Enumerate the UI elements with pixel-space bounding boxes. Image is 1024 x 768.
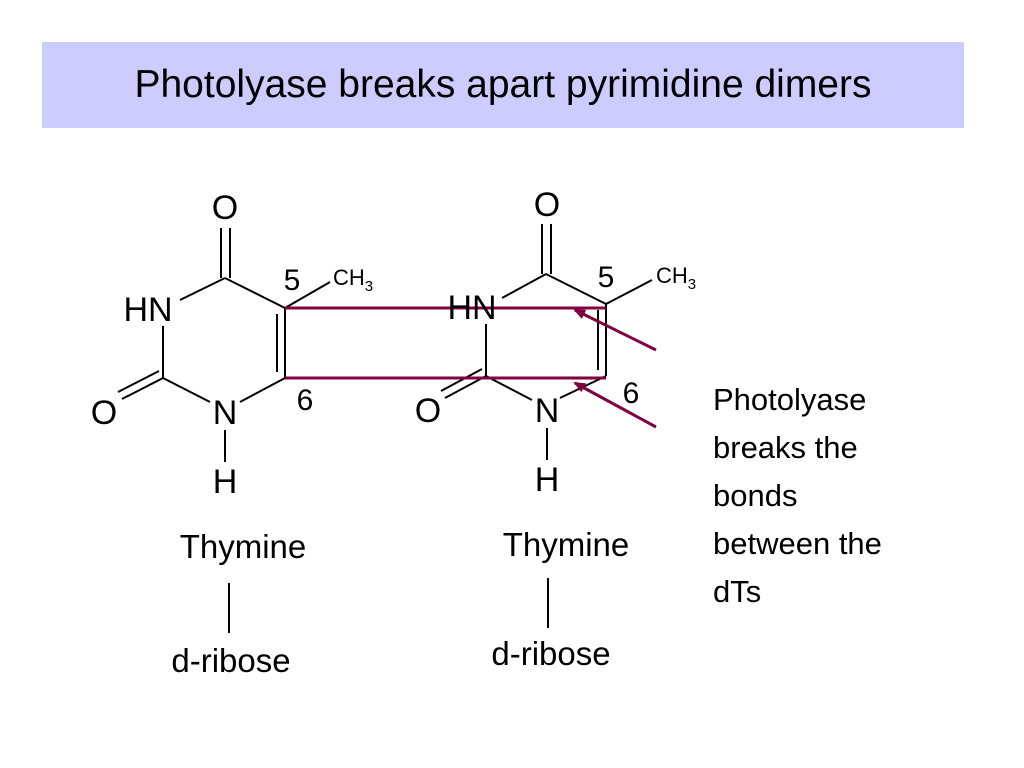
right-bond-c5-methyl (605, 279, 653, 305)
left-hydrogen: H (213, 463, 238, 501)
slide-title: Photolyase breaks apart pyrimidine dimer… (134, 63, 872, 106)
left-bond-c4-n3 (179, 277, 226, 301)
left-oxygen-top: O (212, 189, 238, 227)
left-position-5: 5 (284, 264, 301, 297)
right-hn: HN (447, 289, 496, 327)
left-d-ribose-label: d-ribose (171, 642, 290, 679)
caption-line: Photolyase (713, 382, 867, 417)
right-bond-c4-n3 (501, 273, 547, 299)
left-nitrogen: N (213, 394, 238, 432)
left-methyl-ch: CH (333, 265, 365, 290)
right-position-5: 5 (598, 261, 615, 294)
title-bar: Photolyase breaks apart pyrimidine dimer… (42, 42, 964, 128)
left-bond-c2-o-double (117, 370, 160, 393)
arrow-to-c5-bond (573, 308, 657, 352)
left-hn: HN (123, 291, 172, 329)
left-bond-c2-o (121, 377, 164, 400)
right-methyl-ch: CH (656, 263, 688, 288)
left-bond-n1-c6 (239, 377, 286, 403)
right-position-6: 6 (623, 377, 640, 410)
left-thymine-label: Thymine (180, 528, 307, 565)
left-oxygen-left: O (91, 394, 117, 432)
caption-line: bonds (713, 478, 798, 513)
right-bond-c4-c5 (545, 273, 607, 305)
right-oxygen-left: O (415, 392, 441, 430)
right-thymine-label: Thymine (503, 526, 630, 563)
caption-line: between the (713, 526, 882, 561)
right-bond-c2-n1 (485, 375, 533, 401)
right-hydrogen: H (535, 461, 560, 499)
photolyase-caption: Photolyase breaks the bonds between the … (713, 376, 943, 616)
arrow-to-c6-bond (573, 381, 657, 429)
right-methyl-subscript: 3 (688, 276, 696, 293)
right-d-ribose-label: d-ribose (491, 635, 610, 672)
left-methyl-subscript: 3 (365, 278, 373, 295)
right-ring-bonds (440, 224, 653, 460)
right-nitrogen: N (535, 392, 560, 430)
caption-line: dTs (713, 574, 762, 609)
left-bond-c2-n1 (162, 377, 211, 403)
right-oxygen-top: O (534, 186, 560, 224)
right-bond-c2-o-double (440, 368, 483, 392)
right-bond-c2-o (444, 375, 487, 399)
left-bond-c5-methyl (284, 281, 331, 309)
right-methyl: CH3 (656, 263, 696, 293)
left-bond-c4-c5 (224, 277, 286, 309)
left-ring-bonds (117, 228, 331, 462)
left-methyl: CH3 (333, 265, 373, 295)
left-position-6: 6 (297, 384, 314, 417)
caption-line: breaks the (713, 430, 858, 465)
